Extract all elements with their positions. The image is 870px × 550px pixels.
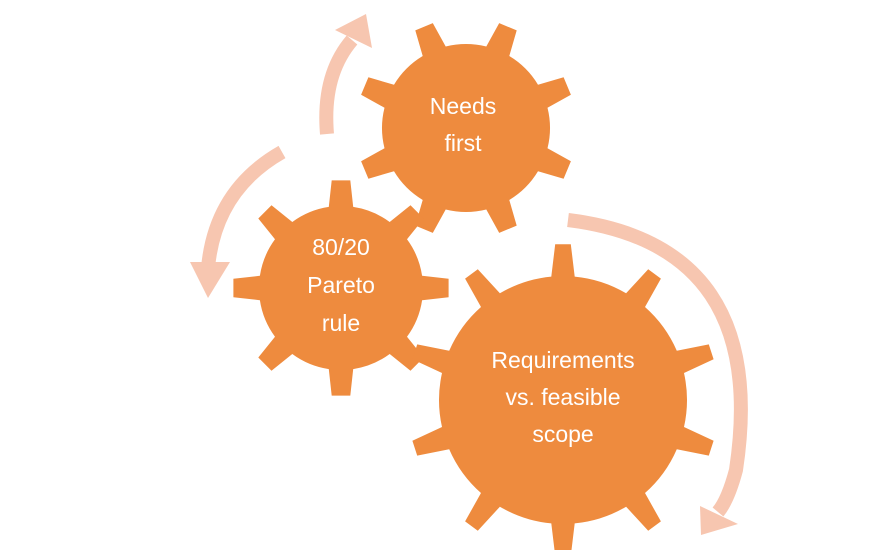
gear-needs-first [361, 23, 571, 233]
arrow-right-head [700, 506, 738, 535]
gear-requirements-line-3: scope [532, 421, 593, 447]
gear-pareto-line-3: rule [322, 310, 360, 336]
cycle-arrows [190, 14, 748, 535]
gear-pareto-line-2: Pareto [307, 272, 375, 298]
arrow-left-head [190, 262, 230, 298]
arrow-top-head [335, 14, 372, 48]
gear-requirements-line-2: vs. feasible [505, 384, 620, 410]
gear-requirements [412, 244, 714, 550]
gear-needs-first-line-2: first [444, 130, 482, 156]
gear-pareto-line-1: 80/20 [312, 234, 370, 260]
gear-needs-first-line-1: Needs [430, 93, 496, 119]
gear-requirements-line-1: Requirements [491, 347, 634, 373]
arrow-left-arc [201, 145, 286, 269]
arrow-right-arc [567, 213, 748, 517]
gear-pareto [233, 180, 449, 396]
arrow-top-arc [319, 35, 358, 135]
